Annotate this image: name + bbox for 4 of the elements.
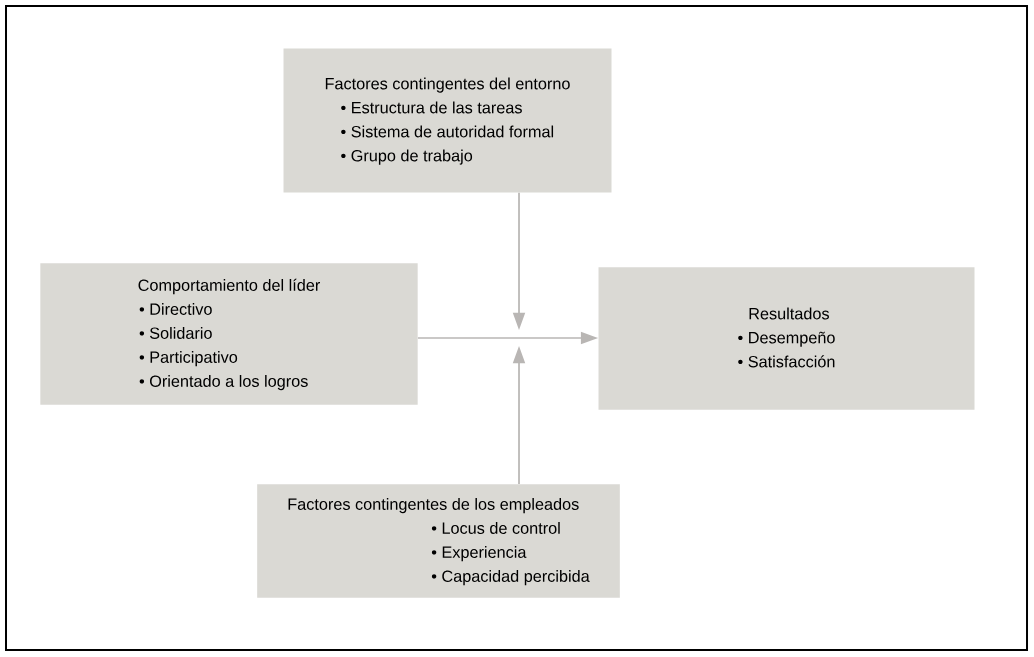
factor-box: Resultados • Desempeño • Satisfacción [598, 267, 975, 410]
factor-box: Comportamiento del líder • Directivo • Solidario • Participativo • Orientado a los logros [40, 263, 418, 405]
factor-box: Factores contingentes de los empleados • Locus de control • Experiencia • Capacidad percibida [257, 484, 620, 598]
factor-box: Factores contingentes del entorno • Estructura de las tareas • Sistema de autoridad formal • Grupo de trabajo [283, 48, 612, 193]
